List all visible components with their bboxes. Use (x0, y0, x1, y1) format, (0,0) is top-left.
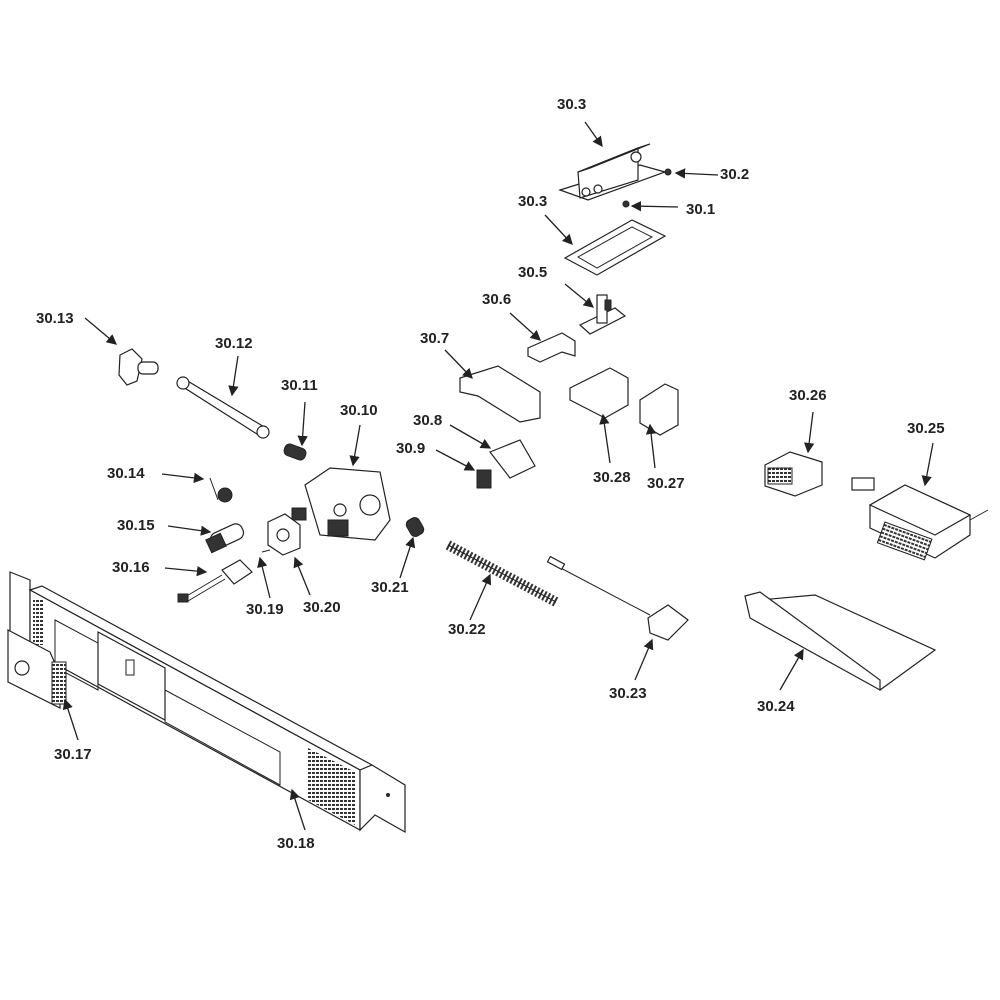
callout-30-17: 30.17 (54, 746, 92, 763)
part-30-28-bracket (569, 367, 629, 419)
callout-30-28: 30.28 (593, 469, 631, 486)
callout-30-1: 30.1 (686, 201, 716, 218)
part-30-14-connector (209, 477, 233, 503)
callout-30-10: 30.10 (340, 402, 378, 419)
callout-30-26: 30.26 (789, 387, 827, 404)
part-30-20-flange (267, 513, 301, 556)
callout-30-18: 30.18 (277, 835, 315, 852)
callout-30-14: 30.14 (107, 465, 145, 482)
callout-30-21: 30.21 (371, 579, 409, 596)
callout-30-2: 30.2 (720, 166, 750, 183)
part-30-25-control-board (851, 477, 989, 561)
part-30-6-bracket (527, 332, 576, 363)
callout-30-5: 30.5 (518, 264, 548, 281)
part-30-26-relay (764, 451, 823, 497)
callout-30-6: 30.6 (482, 291, 512, 308)
part-30-16-coil (177, 559, 253, 603)
part-30-15-fitting (205, 523, 245, 554)
callout-30-8: 30.8 (413, 412, 443, 429)
callout-30-24: 30.24 (757, 698, 795, 715)
callout-30-7: 30.7 (420, 330, 450, 347)
callout-30-3-housing: 30.3 (557, 96, 587, 113)
callout-30-27: 30.27 (647, 475, 685, 492)
part-30-23-sensor (546, 555, 689, 641)
part-30-9-switch (476, 469, 492, 489)
part-30-21-nipple (405, 517, 425, 537)
callout-30-11: 30.11 (281, 377, 318, 394)
callout-30-16: 30.16 (112, 559, 150, 576)
part-30-12-pipe (176, 376, 270, 439)
part-30-3-gasket (563, 219, 667, 276)
callout-30-19: 30.19 (246, 601, 284, 618)
callout-30-9: 30.9 (396, 440, 426, 457)
callout-30-3-gasket: 30.3 (518, 193, 548, 210)
part-30-7-plate (459, 365, 541, 423)
callout-30-23: 30.23 (609, 685, 647, 702)
part-30-18-front-panel (7, 571, 406, 834)
leader-lines (62, 121, 934, 831)
callout-30-25: 30.25 (907, 420, 945, 437)
part-30-1-nut (622, 200, 630, 208)
callout-30-15: 30.15 (117, 517, 155, 534)
part-30-10-gas-valve (291, 467, 391, 541)
callout-30-22: 30.22 (448, 621, 486, 638)
part-30-22-flex-hose (445, 540, 559, 607)
part-30-5-valve (578, 294, 627, 335)
part-30-24-tray (744, 591, 937, 692)
part-30-8-switch (489, 439, 536, 479)
part-30-3-housing (558, 143, 667, 201)
callout-30-13: 30.13 (36, 310, 74, 327)
callout-30-20: 30.20 (303, 599, 341, 616)
part-30-13-elbow (118, 348, 159, 386)
callout-30-12: 30.12 (215, 335, 253, 352)
part-30-11-nipple (283, 443, 307, 461)
part-30-19-pin (261, 549, 271, 553)
part-30-27-bracket (639, 383, 679, 436)
part-30-2-nut (664, 168, 672, 176)
